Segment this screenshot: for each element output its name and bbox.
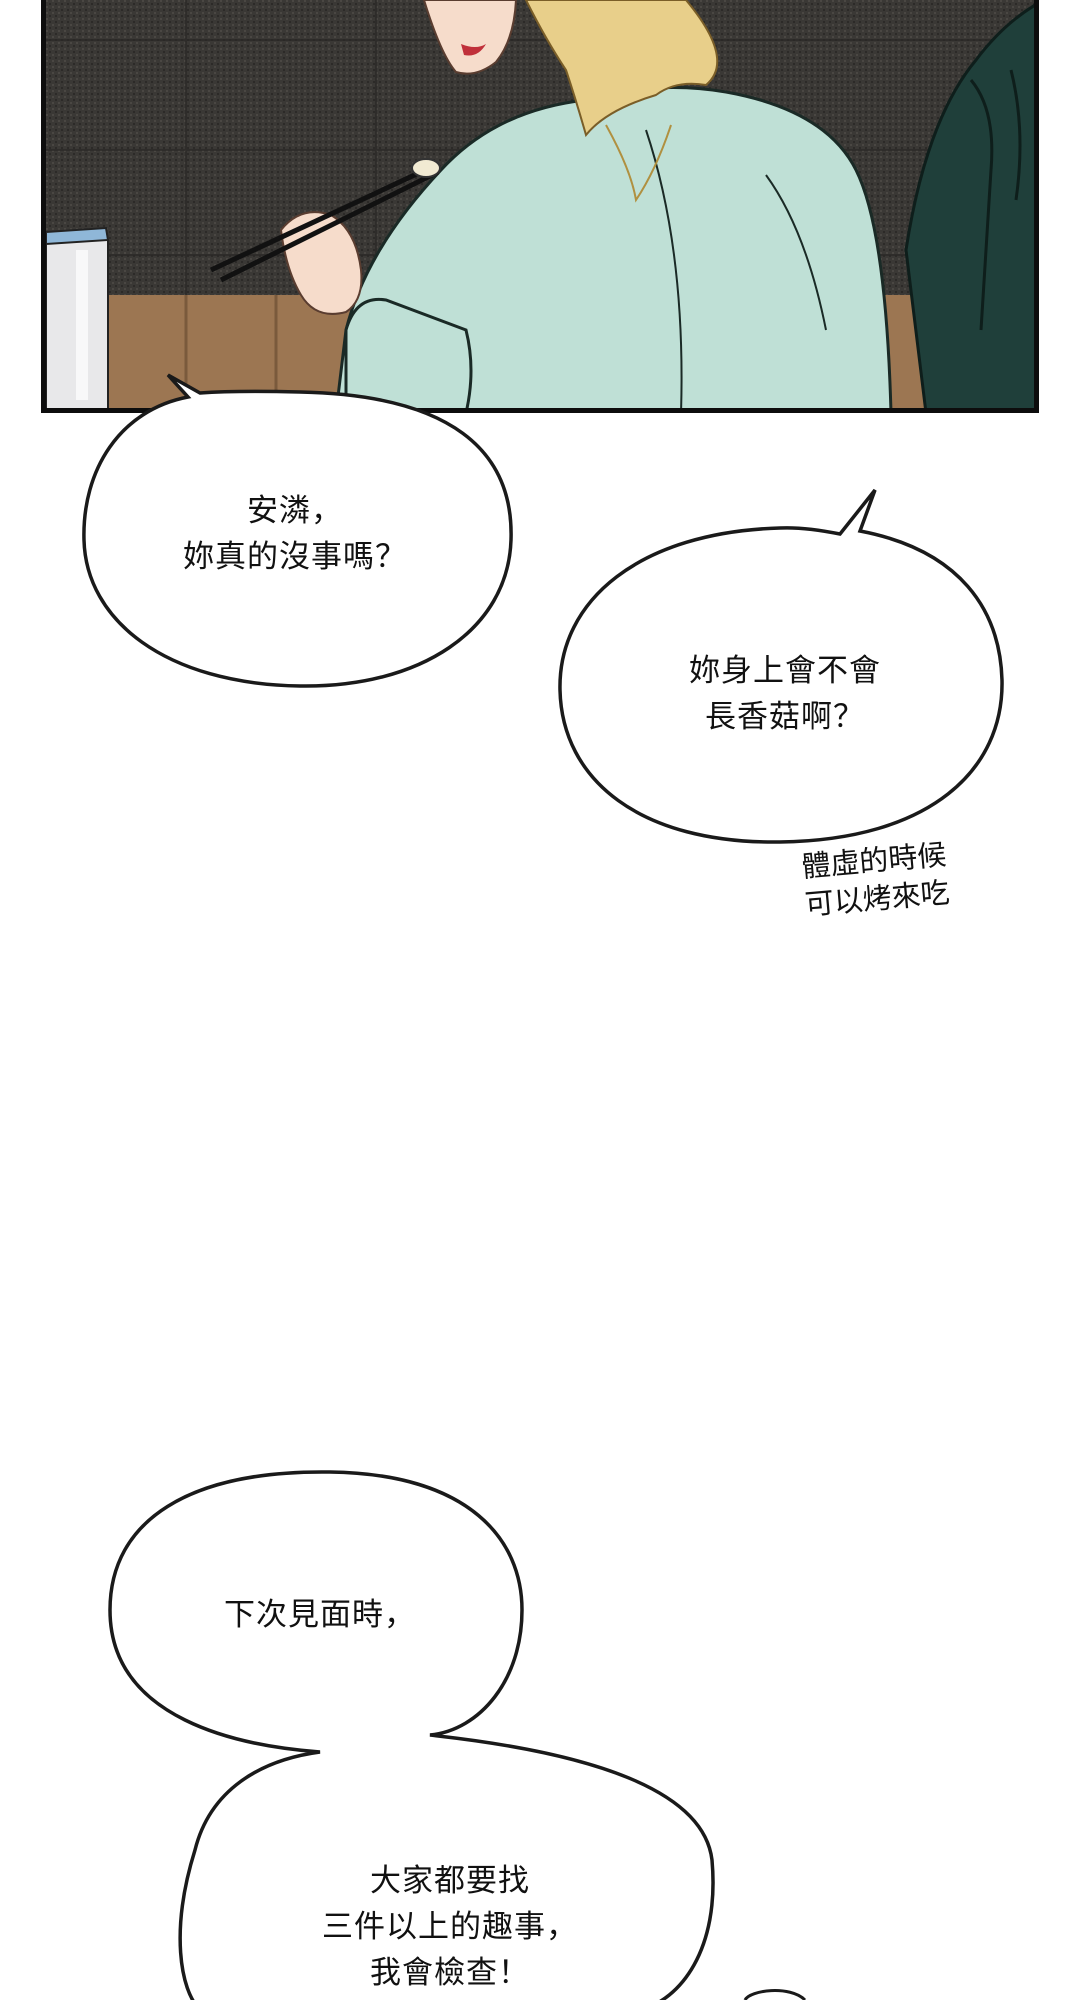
food-bite <box>411 158 441 178</box>
hoodie-person <box>904 3 1034 408</box>
speech-bubble-3-top <box>108 1470 715 2000</box>
blonde-hair <box>524 0 719 138</box>
panel-illustration <box>46 0 1034 408</box>
speech-bubble-1 <box>82 373 513 688</box>
face <box>422 0 518 75</box>
manga-panel <box>41 0 1039 413</box>
speech-text-2: 妳身上會不會 長香菇啊？ <box>689 653 881 735</box>
speech-text-3-top: 下次見面時， <box>224 1597 416 1633</box>
chopsticks <box>209 162 438 273</box>
speech-bubble-2 <box>558 488 1004 844</box>
speech-text-3-bottom: 大家都要找 三件以上的趣事， 我會檢查！ <box>322 1863 578 1991</box>
speech-text-1: 安潾， 妳真的沒事嗎？ <box>183 493 407 575</box>
